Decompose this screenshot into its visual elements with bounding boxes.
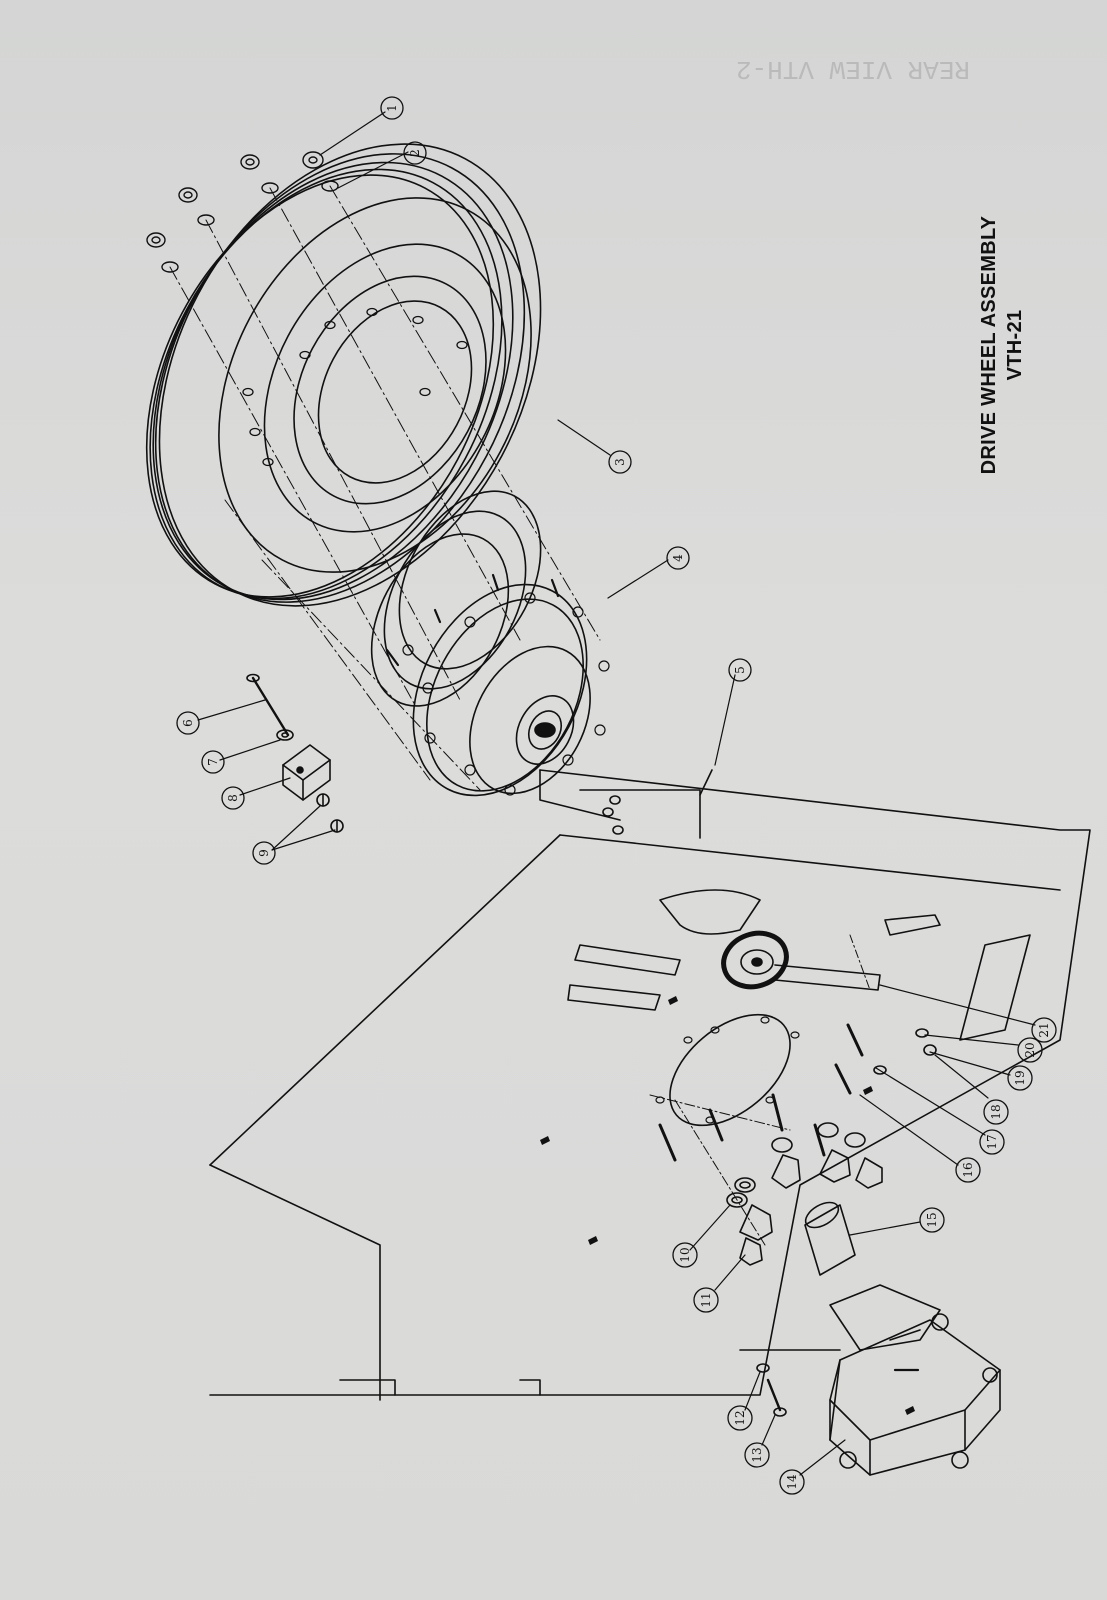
callouts: 1 2 3 4 5 6 7 8 9 10 11 12 13 14 15 16 1…	[176, 96, 1057, 1495]
callout-6: 6	[181, 719, 195, 727]
hub	[370, 490, 610, 797]
bumper-block	[246, 673, 344, 833]
callout-11: 11	[699, 1292, 713, 1307]
callout-4: 4	[671, 554, 685, 562]
callout-9: 9	[257, 849, 271, 857]
callout-leaders	[197, 111, 1036, 1476]
drawing-tags	[540, 996, 915, 1415]
callout-2: 2	[408, 149, 422, 157]
callout-13: 13	[750, 1447, 764, 1462]
callout-18: 18	[989, 1104, 1003, 1119]
lug-nuts	[146, 151, 339, 273]
callout-21: 21	[1037, 1022, 1051, 1037]
callout-1: 1	[385, 104, 399, 112]
lower-bolts	[649, 1093, 883, 1417]
callout-10: 10	[678, 1247, 692, 1262]
idler-assembly	[721, 930, 937, 1095]
callout-7: 7	[206, 758, 220, 766]
drawing-title: DRIVE WHEEL ASSEMBLY	[978, 215, 1000, 475]
callout-17: 17	[985, 1134, 999, 1149]
hub-studs	[385, 573, 560, 667]
drawing-model: VTH-21	[1004, 309, 1026, 381]
callout-14: 14	[785, 1474, 799, 1490]
gearmotor	[829, 1284, 1001, 1476]
centerlines	[169, 185, 601, 791]
callout-20: 20	[1023, 1042, 1037, 1057]
hub-bolt-holes	[402, 592, 610, 796]
frame	[209, 769, 1091, 1401]
callout-16: 16	[961, 1162, 975, 1177]
wheel-bolt-holes	[242, 307, 468, 467]
callout-15: 15	[925, 1212, 939, 1227]
callout-3: 3	[613, 458, 627, 466]
callout-5: 5	[733, 666, 747, 674]
svg-text:REAR VIEW VTH-2: REAR VIEW VTH-2	[736, 54, 970, 84]
callout-12: 12	[733, 1410, 747, 1425]
wheel	[145, 143, 542, 607]
callout-19: 19	[1013, 1070, 1027, 1085]
bleed-through-text: REAR VIEW VTH-2	[736, 54, 970, 84]
callout-8: 8	[226, 794, 240, 802]
